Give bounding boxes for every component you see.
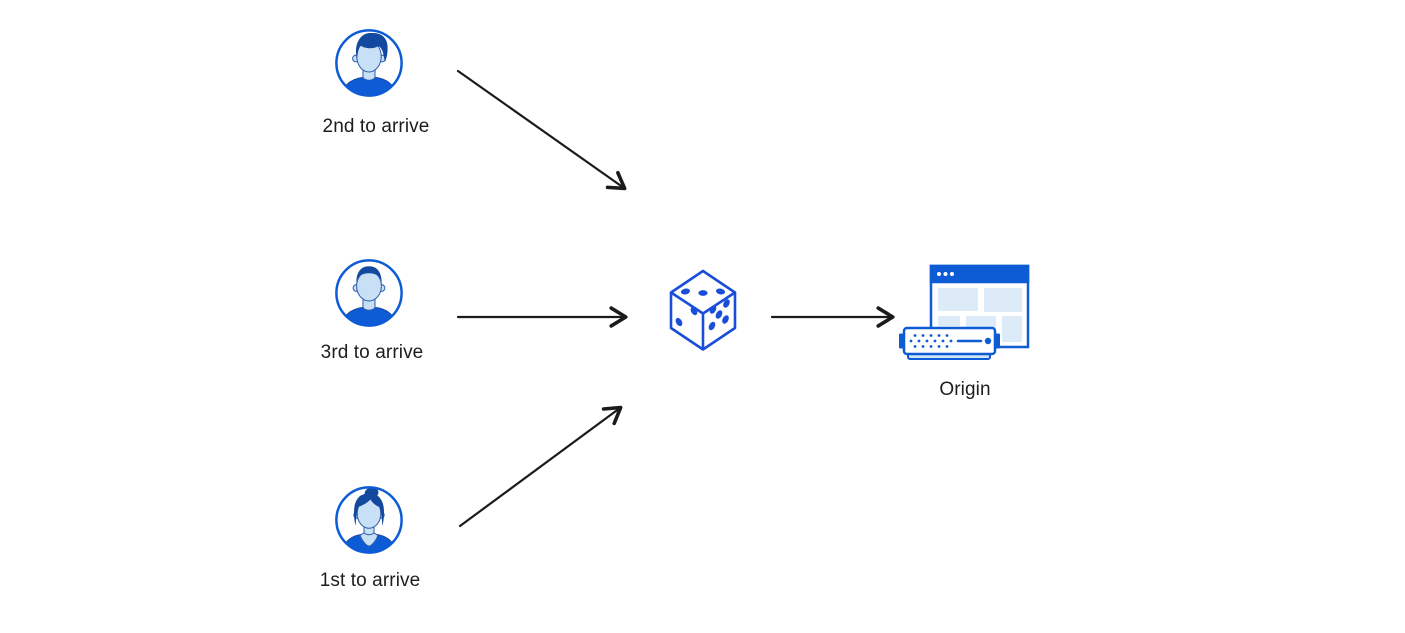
origin-label: Origin <box>939 379 991 400</box>
client-label-3rd: 3rd to arrive <box>320 342 424 363</box>
server-unit <box>899 326 1000 360</box>
server-status-dot <box>984 337 992 345</box>
server-vent-dots <box>909 334 953 348</box>
avatar-hair <box>355 32 388 62</box>
avatar-circle-border <box>335 29 403 97</box>
origin-browser-and-server-icon <box>899 264 1030 360</box>
avatar-circle-border <box>335 259 403 327</box>
avatar-hair <box>354 493 384 526</box>
avatar-circle-border <box>335 486 403 554</box>
dice-top-face-pips <box>680 288 726 296</box>
dice-left-face-pips <box>675 306 698 327</box>
dice-right-face-pips <box>708 299 730 331</box>
dice-icon <box>669 269 737 351</box>
avatar-woman-bun-icon <box>335 486 403 554</box>
arrow-client1-to-dice <box>458 405 623 528</box>
client-label-1st: 1st to arrive <box>319 570 421 591</box>
avatar-man-swept-hair-icon <box>335 29 403 97</box>
arrow-client2-to-dice <box>456 69 627 191</box>
avatar-hair <box>356 266 382 283</box>
client-label-2nd: 2nd to arrive <box>322 116 430 137</box>
avatar-man-short-hair-icon <box>335 259 403 327</box>
